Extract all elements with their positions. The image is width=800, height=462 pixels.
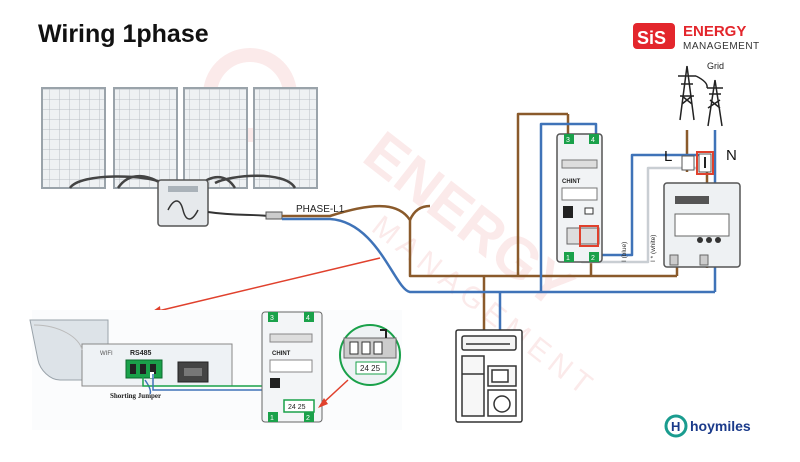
grid-tower: [678, 65, 723, 127]
rs485-label: RS485: [130, 350, 152, 357]
ct-clamp: [681, 151, 714, 175]
page-title: Wiring 1phase: [38, 20, 209, 48]
sis-brand-logo: SiS ENERGY MANAGEMENT: [633, 20, 783, 65]
brand-badge: SiS: [637, 28, 666, 48]
live-label: L: [664, 148, 672, 165]
ct-wire-blue-label: I (blue): [621, 242, 628, 262]
hoymiles-logo: H hoymiles: [664, 413, 784, 446]
brand-line1: ENERGY: [683, 23, 746, 40]
meter-terminal-1: 1: [566, 255, 570, 262]
wifi-label: WIFI: [100, 351, 113, 357]
detail-meter-brand: CHINT: [272, 351, 291, 357]
meter-terminal-3: 3: [566, 137, 570, 144]
detail-terminal-4: 4: [306, 315, 310, 322]
detail-terminals-label: 24 25: [288, 404, 306, 411]
grid-energy-meter: [663, 182, 741, 268]
meter-terminal-4: 4: [591, 137, 595, 144]
ct-wire-white-label: I * (white): [650, 235, 657, 262]
zoom-terminals-label: 24 25: [360, 364, 381, 373]
solar-panel: [41, 87, 106, 189]
detail-terminal-3: 3: [270, 315, 274, 322]
meter-brand: CHINT: [562, 179, 581, 185]
solar-panels: [41, 87, 318, 189]
callout-arrow: [150, 257, 381, 315]
brand-line2: MANAGEMENT: [683, 41, 760, 52]
shorting-jumper-label: Shorting Jumper: [110, 392, 161, 400]
neutral-label: N: [726, 147, 737, 164]
detail-terminal-1: 1: [270, 415, 274, 422]
chint-meter: 3 4 CHINT 1 2: [556, 133, 603, 263]
qr-code-icon: [563, 206, 573, 218]
grid-label: Grid: [707, 61, 724, 71]
microinverter: [157, 179, 283, 227]
household-appliances: [455, 329, 523, 423]
ac-sine-icon: [167, 200, 199, 220]
svg-text:H: H: [671, 419, 680, 434]
phase-line-label: PHASE-L1: [296, 204, 345, 215]
ac-connector: [265, 211, 283, 220]
meter-terminal-2: 2: [591, 255, 595, 262]
solar-panel: [113, 87, 178, 189]
solar-panel: [253, 87, 318, 189]
detail-terminal-2: 2: [306, 415, 310, 422]
hoymiles-text: hoymiles: [690, 418, 751, 434]
solar-panel: [183, 87, 248, 189]
detail-inset: WIFI RS485 Shorting Jumper 3 4 CHINT 24 …: [29, 310, 402, 430]
